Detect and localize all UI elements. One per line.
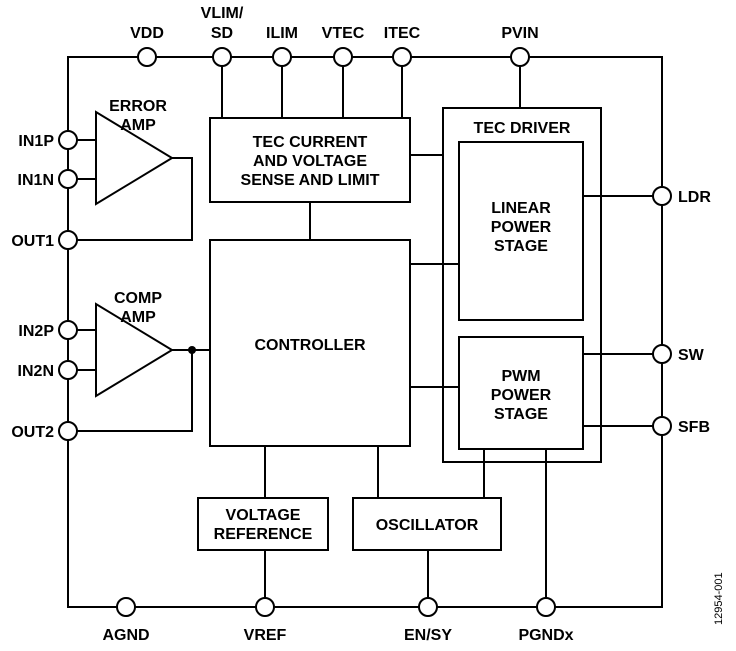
- pin-itec: [392, 47, 412, 67]
- vref-block-label-2: REFERENCE: [214, 526, 313, 543]
- pin-label-ensy: EN/SY: [404, 627, 452, 644]
- pin-label-out1: OUT1: [11, 233, 54, 250]
- pin-label-sw: SW: [678, 347, 705, 364]
- pin-agnd: [116, 597, 136, 617]
- tec-sense-label-1: TEC CURRENT: [253, 134, 368, 151]
- figure-id: 12954-001: [713, 572, 725, 625]
- oscillator-label: OSCILLATOR: [376, 517, 479, 534]
- pin-vlim: [212, 47, 232, 67]
- pin-label-vlim-1: VLIM/: [201, 5, 244, 22]
- pin-in2p: [58, 320, 78, 340]
- pin-in1n: [58, 169, 78, 189]
- linear-stage-block: [458, 141, 584, 321]
- error-amp-label-1: ERROR: [109, 98, 167, 115]
- pin-vref: [255, 597, 275, 617]
- tec-sense-label-3: SENSE AND LIMIT: [241, 172, 380, 189]
- pin-sfb: [652, 416, 672, 436]
- tec-driver-label: TEC DRIVER: [474, 120, 571, 137]
- pin-label-sfb: SFB: [678, 419, 710, 436]
- pin-ldr: [652, 186, 672, 206]
- vref-block-label-1: VOLTAGE: [226, 507, 301, 524]
- pin-label-in1n: IN1N: [18, 172, 54, 189]
- pin-vtec: [333, 47, 353, 67]
- pin-label-ilim: ILIM: [266, 25, 298, 42]
- pin-label-vlim-2: SD: [211, 25, 233, 42]
- pin-sw: [652, 344, 672, 364]
- linear-stage-label-1: LINEAR: [491, 200, 551, 217]
- tec-sense-label-2: AND VOLTAGE: [253, 153, 367, 170]
- pin-label-itec: ITEC: [384, 25, 421, 42]
- pin-label-in2p: IN2P: [18, 323, 54, 340]
- pin-label-pgndx: PGNDx: [518, 627, 573, 644]
- pin-label-vref: VREF: [244, 627, 287, 644]
- pin-label-ldr: LDR: [678, 189, 711, 206]
- controller-label: CONTROLLER: [254, 337, 366, 354]
- pwm-stage-label-2: POWER: [491, 387, 552, 404]
- error-amp-label-2: AMP: [120, 117, 156, 134]
- pin-pvin: [510, 47, 530, 67]
- pin-ensy: [418, 597, 438, 617]
- pin-label-agnd: AGND: [102, 627, 149, 644]
- pin-label-vtec: VTEC: [322, 25, 365, 42]
- pin-label-out2: OUT2: [11, 424, 54, 441]
- comp-amp-label-2: AMP: [120, 309, 156, 326]
- comp-amp-label-1: COMP: [114, 290, 162, 307]
- pwm-stage-block: [458, 336, 584, 450]
- linear-stage-label-2: POWER: [491, 219, 552, 236]
- pin-label-in1p: IN1P: [18, 133, 54, 150]
- pin-out1: [58, 230, 78, 250]
- pin-label-vdd: VDD: [130, 25, 164, 42]
- pwm-stage-label-3: STAGE: [494, 406, 548, 423]
- linear-stage-label-3: STAGE: [494, 238, 548, 255]
- error-amp: [68, 110, 193, 241]
- tec-sense-block: [209, 117, 411, 203]
- controller-block: [209, 239, 411, 447]
- pin-out2: [58, 421, 78, 441]
- pin-vdd: [137, 47, 157, 67]
- pin-circles: [58, 47, 672, 617]
- voltage-reference-block: [197, 497, 329, 551]
- pin-pgndx: [536, 597, 556, 617]
- pin-label-in2n: IN2N: [18, 363, 54, 380]
- pin-in1p: [58, 130, 78, 150]
- pwm-stage-label-1: PWM: [501, 368, 540, 385]
- pin-label-pvin: PVIN: [501, 25, 538, 42]
- junction-dot: [188, 346, 196, 354]
- pin-ilim: [272, 47, 292, 67]
- pin-in2n: [58, 360, 78, 380]
